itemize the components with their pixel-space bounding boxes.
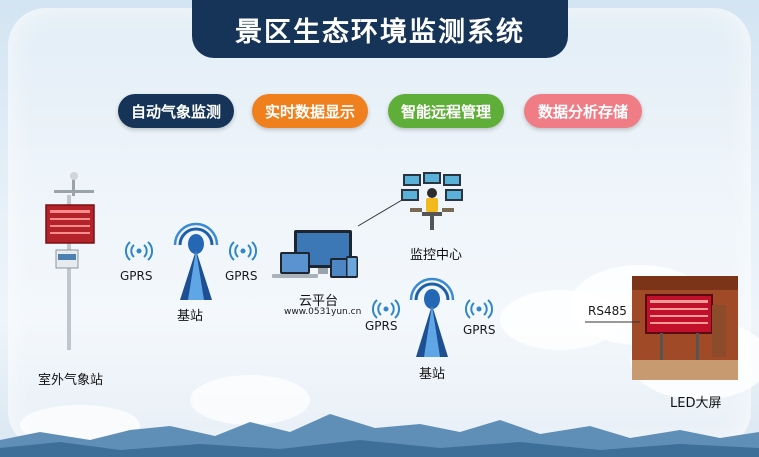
base-station-icon bbox=[173, 222, 219, 300]
label-weather-station: 室外气象站 bbox=[38, 373, 104, 388]
feature-data-storage: 数据分析存储 bbox=[524, 94, 642, 128]
label-base-station-2: 基站 bbox=[419, 367, 446, 382]
label-gprs-1: GPRS bbox=[120, 269, 153, 283]
background-card bbox=[8, 8, 751, 449]
label-base-station-1: 基站 bbox=[177, 309, 204, 324]
led-screen-icon bbox=[632, 276, 738, 380]
label-gprs-4: GPRS bbox=[463, 323, 496, 337]
page-title: 景区生态环境监测系统 bbox=[192, 0, 568, 58]
base-station-icon bbox=[409, 277, 455, 357]
signal-waves bbox=[124, 241, 494, 319]
label-monitoring-center: 监控中心 bbox=[410, 248, 463, 263]
cloud-devices-icon bbox=[272, 230, 358, 278]
feature-realtime-display: 实时数据显示 bbox=[252, 94, 368, 128]
label-gprs-3: GPRS bbox=[365, 319, 398, 333]
label-cloud-platform: 云平台 bbox=[299, 294, 339, 309]
weather-station-icon bbox=[45, 172, 95, 350]
feature-auto-weather: 自动气象监测 bbox=[118, 94, 234, 128]
label-cloud-url: www.0531yun.cn bbox=[284, 307, 362, 317]
label-gprs-2: GPRS bbox=[225, 269, 258, 283]
feature-remote-management: 智能远程管理 bbox=[388, 94, 504, 128]
label-rs485: RS485 bbox=[588, 304, 627, 318]
label-led-screen: LED大屏 bbox=[670, 396, 722, 411]
monitoring-center-icon bbox=[401, 172, 463, 230]
